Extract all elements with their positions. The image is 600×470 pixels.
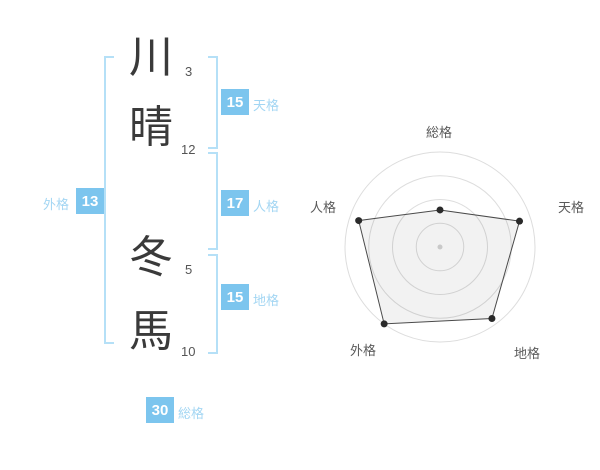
jinkaku-label: 人格 [253,199,280,214]
radar-chart [310,125,570,369]
soukaku-label: 総格 [178,406,205,421]
radar-axis-tenkaku: 天格 [558,200,585,215]
chikaku-bracket [208,254,218,354]
radar-axis-soukaku: 総格 [426,125,453,140]
gaikaku-label: 外格 [43,197,70,212]
soukaku-value: 30 [146,397,174,423]
chikaku-label: 地格 [253,293,280,308]
given-char-2: 馬 [129,306,173,357]
radar-axis-chikaku: 地格 [514,346,541,361]
gaikaku-value: 13 [76,188,104,214]
radar-svg [344,151,536,343]
radar-axis-jinkaku: 人格 [310,200,337,215]
radar-axis-gaikaku: 外格 [350,343,377,358]
stroke-count-given-1: 5 [185,262,193,277]
surname-char-2: 晴 [129,102,173,153]
gaikaku-bracket [104,56,114,344]
tenkaku-bracket [208,56,218,149]
stroke-count-given-2: 10 [181,344,196,359]
stroke-count-surname-1: 3 [185,64,193,79]
surname-char-1: 川 [129,32,173,83]
jinkaku-bracket [208,152,218,250]
stroke-count-surname-2: 12 [181,142,196,157]
tenkaku-label: 天格 [253,98,280,113]
given-char-1: 冬 [129,232,173,283]
tenkaku-value: 15 [221,89,249,115]
chikaku-value: 15 [221,284,249,310]
jinkaku-value: 17 [221,190,249,216]
